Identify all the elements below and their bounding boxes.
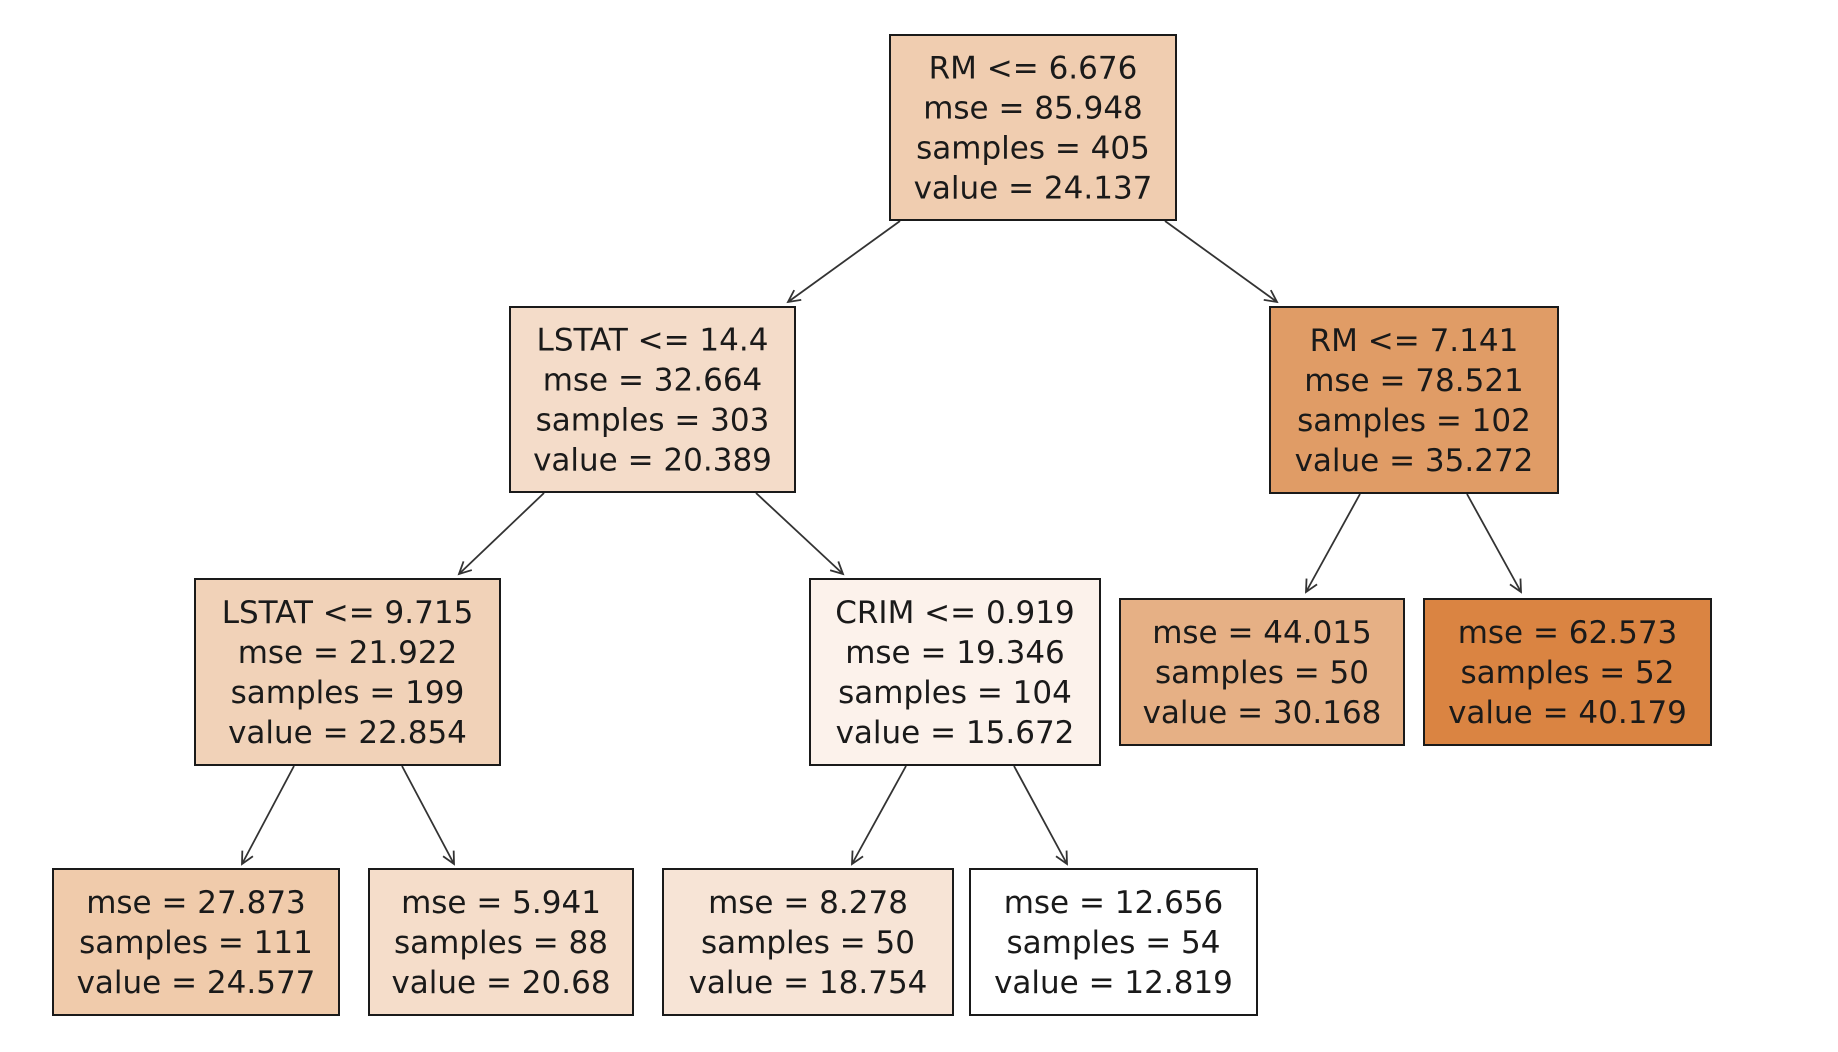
edge-arrow-n5-n7	[1013, 765, 1067, 864]
node-text-line: samples = 104	[838, 675, 1072, 711]
tree-node-n5: CRIM <= 0.919 mse = 19.346 samples = 104 va…	[809, 578, 1101, 766]
edge-arrow-n8-n9	[1306, 493, 1361, 592]
tree-node-n1: LSTAT <= 14.4 mse = 32.664 samples = 303 va…	[509, 306, 796, 493]
node-box	[662, 868, 954, 1016]
edge-arrow-n5-n6	[852, 765, 907, 864]
edge-arrow-n8-n10	[1466, 493, 1521, 592]
node-text-line: mse = 62.573	[1458, 615, 1678, 651]
tree-node-n3: mse = 27.873 samples = 111 value = 24.577	[52, 868, 340, 1016]
node-text-line: value = 12.819	[994, 965, 1233, 1001]
node-text-line: mse = 19.346	[845, 635, 1065, 671]
tree-node-n2: LSTAT <= 9.715 mse = 21.922 samples = 199 v…	[194, 578, 501, 766]
node-text-line: value = 40.179	[1448, 695, 1687, 731]
tree-node-n8: RM <= 7.141 mse = 78.521 samples = 102 valu…	[1269, 306, 1559, 494]
node-text-line: samples = 88	[394, 925, 608, 961]
node-text-line: mse = 12.656	[1004, 885, 1224, 921]
tree-node-n10: mse = 62.573 samples = 52 value = 40.179	[1423, 598, 1712, 746]
edges-layer	[242, 220, 1521, 864]
node-box	[368, 868, 634, 1016]
node-box	[1423, 598, 1712, 746]
node-text-line: samples = 50	[1155, 655, 1369, 691]
node-text-line: value = 22.854	[228, 715, 467, 751]
node-box	[52, 868, 340, 1016]
tree-node-n9: mse = 44.015 samples = 50 value = 30.168	[1119, 598, 1405, 746]
node-box	[889, 34, 1177, 221]
node-text-line: value = 24.137	[914, 171, 1153, 207]
node-text-line: samples = 102	[1297, 403, 1531, 439]
node-text-line: mse = 8.278	[708, 885, 908, 921]
node-text-line: LSTAT <= 14.4	[537, 323, 769, 359]
node-text-line: mse = 32.664	[543, 363, 763, 399]
node-text-line: value = 20.389	[533, 443, 772, 479]
node-box	[969, 868, 1258, 1016]
edge-arrow-n0-n1	[788, 220, 901, 302]
node-text-line: value = 18.754	[689, 965, 928, 1001]
node-text-line: value = 20.68	[391, 965, 610, 1001]
edge-arrow-n1-n2	[459, 492, 545, 574]
node-text-line: mse = 85.948	[923, 91, 1143, 127]
node-text-line: mse = 21.922	[238, 635, 458, 671]
tree-node-n7: mse = 12.656 samples = 54 value = 12.819	[969, 868, 1258, 1016]
edge-arrow-n2-n3	[242, 765, 295, 864]
node-text-line: mse = 78.521	[1304, 363, 1524, 399]
node-text-line: samples = 111	[79, 925, 313, 961]
node-text-line: value = 15.672	[836, 715, 1075, 751]
node-text-line: CRIM <= 0.919	[835, 595, 1074, 631]
node-text-line: samples = 199	[231, 675, 465, 711]
node-text-line: RM <= 6.676	[929, 51, 1138, 87]
node-text-line: RM <= 7.141	[1310, 323, 1519, 359]
node-text-line: mse = 27.873	[86, 885, 306, 921]
nodes-layer: RM <= 6.676 mse = 85.948 samples = 405 valu…	[52, 34, 1712, 1016]
node-text-line: value = 30.168	[1143, 695, 1382, 731]
node-text-line: samples = 405	[916, 131, 1150, 167]
node-text-line: mse = 44.015	[1152, 615, 1372, 651]
node-text-line: value = 35.272	[1295, 443, 1534, 479]
tree-node-n6: mse = 8.278 samples = 50 value = 18.754	[662, 868, 954, 1016]
node-box	[509, 306, 796, 493]
node-box	[809, 578, 1101, 766]
node-text-line: samples = 303	[536, 403, 770, 439]
node-box	[1269, 306, 1559, 494]
edge-arrow-n0-n8	[1164, 220, 1277, 302]
node-text-line: mse = 5.941	[401, 885, 601, 921]
tree-node-n4: mse = 5.941 samples = 88 value = 20.68	[368, 868, 634, 1016]
edge-arrow-n2-n4	[401, 765, 454, 864]
node-text-line: LSTAT <= 9.715	[222, 595, 474, 631]
node-box	[194, 578, 501, 766]
node-text-line: samples = 50	[701, 925, 915, 961]
node-text-line: samples = 52	[1461, 655, 1675, 691]
node-box	[1119, 598, 1405, 746]
edge-arrow-n1-n5	[755, 492, 843, 574]
node-text-line: value = 24.577	[77, 965, 316, 1001]
node-text-line: samples = 54	[1007, 925, 1221, 961]
tree-node-n0: RM <= 6.676 mse = 85.948 samples = 405 valu…	[889, 34, 1177, 221]
